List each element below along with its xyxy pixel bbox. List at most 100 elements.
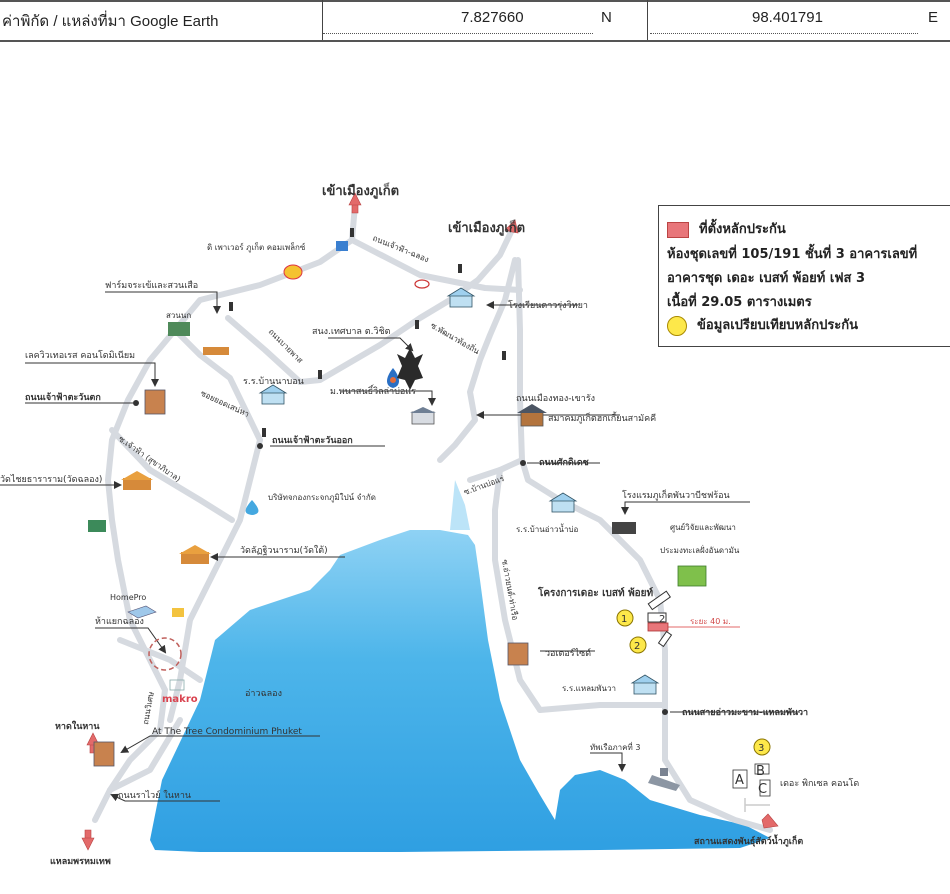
school-icon — [258, 384, 288, 405]
legend-line-2: อาคารชุด เดอะ เบสท์ พ้อยท์ เฟส 3 — [667, 271, 866, 286]
label-aquarium: สถานแสดงพันธุ์สัตว์น้ำภูเก็ต — [694, 834, 803, 847]
label-mueang-thong-rd: ถนนเมืองทอง-เขารัง — [516, 393, 595, 404]
ptt-icon — [387, 368, 399, 388]
coordinate-label: ค่าพิกัด / แหล่งที่มา Google Earth — [2, 13, 219, 30]
school-icon — [548, 492, 578, 513]
label-soi-chaofa: ซ.เจ้าฟ้า (สุขาภิบาล) — [117, 434, 182, 483]
legend-comparable: ข้อมูลเปรียบเทียบหลักประกัน — [667, 314, 858, 336]
top-border — [0, 0, 950, 2]
label-promthep: แหลมพรหมเทพ — [50, 857, 111, 867]
garuda-emblem-icon — [397, 348, 423, 390]
shell-icon — [283, 264, 303, 280]
university-building-icon — [410, 407, 436, 425]
legend-collateral: ที่ตั้งหลักประกัน — [667, 218, 786, 239]
building-outline — [647, 590, 672, 611]
temple-icon — [121, 471, 153, 490]
traffic-light-icon — [229, 302, 233, 311]
map-icons — [88, 241, 707, 791]
label-viset-rd: ถนนวิเศษ — [141, 691, 156, 725]
traffic-light-icon — [458, 264, 462, 273]
building-outline — [657, 630, 673, 648]
road-crossing — [117, 637, 203, 683]
coordinate-label-cell: ค่าพิกัด / แหล่งที่มา Google Earth — [0, 0, 322, 40]
toyota-icon — [414, 279, 430, 289]
bird-park-icon — [168, 322, 190, 336]
label-ao-makham-rd: ถนนสายอ่าวมะขาม-แหลมพันวา — [682, 707, 808, 718]
label-distance: ระยะ 40 ม. — [690, 617, 731, 626]
road-chaofa-chalong — [349, 237, 523, 293]
label-chalong-junction: ห้าแยกฉลอง — [95, 616, 144, 627]
label-glass-company: บริษัทจกองกระจกภูมิใปน์ จำกัด — [268, 492, 376, 503]
junction-dot — [133, 400, 139, 406]
label-to-phuket-1: เข้าเมืองภูเก็ต — [322, 181, 399, 199]
road-soi-chaofa — [109, 427, 235, 523]
label-chalong-bay: อ่าวฉลอง — [245, 689, 282, 699]
label-school-ao-nam-bo: ร.ร.บ้านอ่าวน้ำบ่อ — [516, 523, 579, 534]
label-nai-harn-beach: หาดในหาน — [55, 720, 100, 732]
label-makro: makro — [162, 694, 198, 705]
label-project: โครงการเดอะ เบสท์ พ้อยท์ — [537, 586, 654, 599]
building-2-label: 2 — [659, 614, 665, 625]
homepro-icon — [127, 605, 157, 619]
dotted-line — [323, 33, 593, 34]
building-a-label: A — [735, 773, 744, 788]
svg-text:1: 1 — [621, 614, 627, 625]
label-chaofa-west: ถนนเจ้าฟ้าตะวันตก — [25, 392, 101, 403]
building-c-label: C — [758, 782, 767, 797]
comparable-markers: 1 2 3 — [616, 609, 771, 756]
legend-line-1: ห้องชุดเลขที่ 105/191 ชั้นที่ 3 อาคารเลข… — [667, 247, 918, 262]
label-wat-chaiyathararam: วัดไชยธาราราม(วัดฉลอง) — [0, 474, 102, 485]
comparable-marker-1 — [616, 609, 634, 627]
leader-lines — [0, 291, 800, 802]
school-icon — [446, 287, 476, 308]
latitude-direction: N — [601, 9, 612, 26]
water-company-icon — [245, 500, 259, 515]
arrow-up-icon — [504, 219, 519, 234]
road-soi-ao-yon — [492, 467, 543, 713]
label-research-center-2: ประมงทะเลฝั่งอันดามัน — [660, 544, 740, 555]
comparable-swatch — [667, 315, 687, 336]
chalong-bay-water — [150, 530, 770, 852]
label-municipal: สนง.เทศบาล ต.วิชิต — [312, 326, 391, 337]
direction-arrows — [81, 192, 779, 851]
label-lakeview: เลควิวเทอเรส คอนโดมิเนียม — [25, 350, 135, 361]
junction-dot — [662, 709, 668, 715]
svg-text:3: 3 — [758, 743, 764, 754]
comparable-marker-3 — [753, 738, 771, 756]
research-center-icon — [677, 565, 707, 587]
label-at-the-tree: At The Tree Condominium Phuket — [152, 727, 302, 737]
pixel-condo-buildings: A B C — [732, 763, 771, 812]
junction-dots — [133, 400, 668, 715]
label-school-laem-panwa: ร.ร.แหลมพันวา — [562, 684, 616, 693]
longitude-cell: 98.401791 E — [647, 0, 950, 40]
label-homepro: HomePro — [110, 593, 146, 602]
inlet-water — [450, 480, 470, 530]
map-legend: ที่ตั้งหลักประกัน ห้องชุดเลขที่ 105/191 … — [658, 205, 950, 347]
farm-icon — [203, 347, 229, 355]
label-to-phuket-2: เข้าเมืองภูเก็ต — [448, 218, 525, 236]
label-wat-lanthiwanaram: วัดลัฏฐิวนาราม(วัดใต้) — [240, 545, 328, 556]
road-bypass — [225, 227, 515, 385]
label-waterside: วอเตอร์ไซด์ — [545, 647, 591, 659]
legend-comparable-label: ข้อมูลเปรียบเทียบหลักประกัน — [697, 318, 859, 333]
condo-building-icon — [93, 741, 115, 767]
comparable-marker-2 — [629, 636, 647, 654]
label-soi-pattana: ซ.พัฒนาท้องถิ่น — [429, 319, 482, 356]
longitude-direction: E — [928, 9, 939, 26]
dotted-line — [650, 33, 918, 34]
label-sakdidet-rd: ถนนศักดิเดช — [539, 457, 589, 468]
legend-collateral-label: ที่ตั้งหลักประกัน — [699, 222, 786, 237]
central-complex-icon — [336, 241, 348, 251]
label-navy: ทัพเรือภาคที่ 3 — [590, 741, 640, 752]
arrow-down-icon — [81, 829, 95, 851]
road-rawai — [107, 717, 183, 793]
label-chaofa-chalong-rd: ถนนเจ้าฟ้า-ฉลอง — [371, 234, 430, 265]
label-pixel-condo: เดอะ พิกเซล คอนโด — [780, 778, 859, 789]
arrow-right-icon — [761, 813, 779, 829]
label-university: ม.พนาสนธิ์วิลล่าบ่อแร — [330, 384, 416, 397]
traffic-light-icon — [318, 370, 322, 379]
junction-dot — [520, 460, 526, 466]
big-c-icon — [169, 679, 185, 691]
road-ao-makham — [537, 702, 668, 713]
